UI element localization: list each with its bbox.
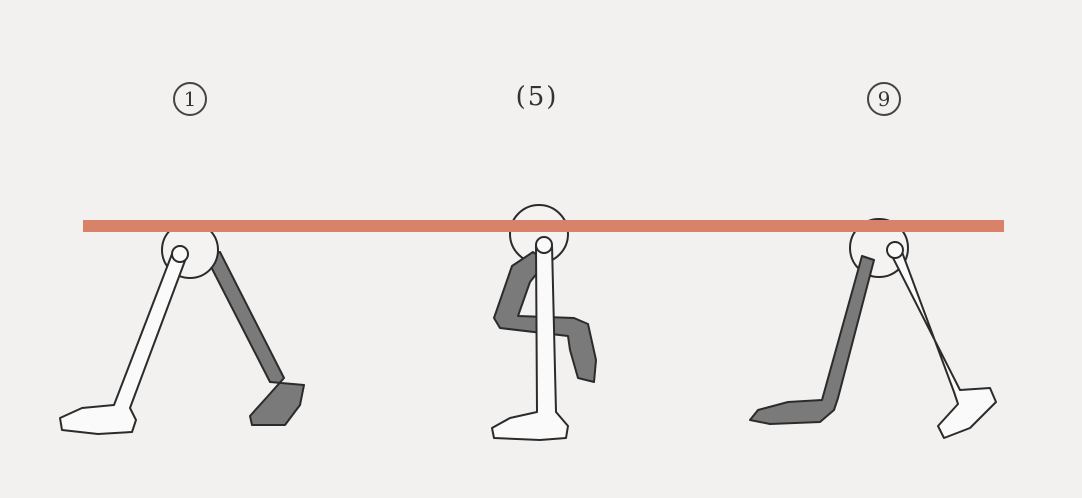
frame-1-legs <box>60 222 304 434</box>
knee-pivot <box>887 242 903 258</box>
light-leg <box>60 254 186 434</box>
shaded-leg <box>750 256 874 424</box>
hip-height-line <box>83 220 1004 232</box>
light-leg <box>888 248 996 438</box>
knee-pivot <box>172 246 188 262</box>
knee-pivot <box>536 237 552 253</box>
frame-9-legs <box>750 219 996 438</box>
frame-5-legs <box>492 205 596 440</box>
shaded-leg <box>205 252 304 425</box>
